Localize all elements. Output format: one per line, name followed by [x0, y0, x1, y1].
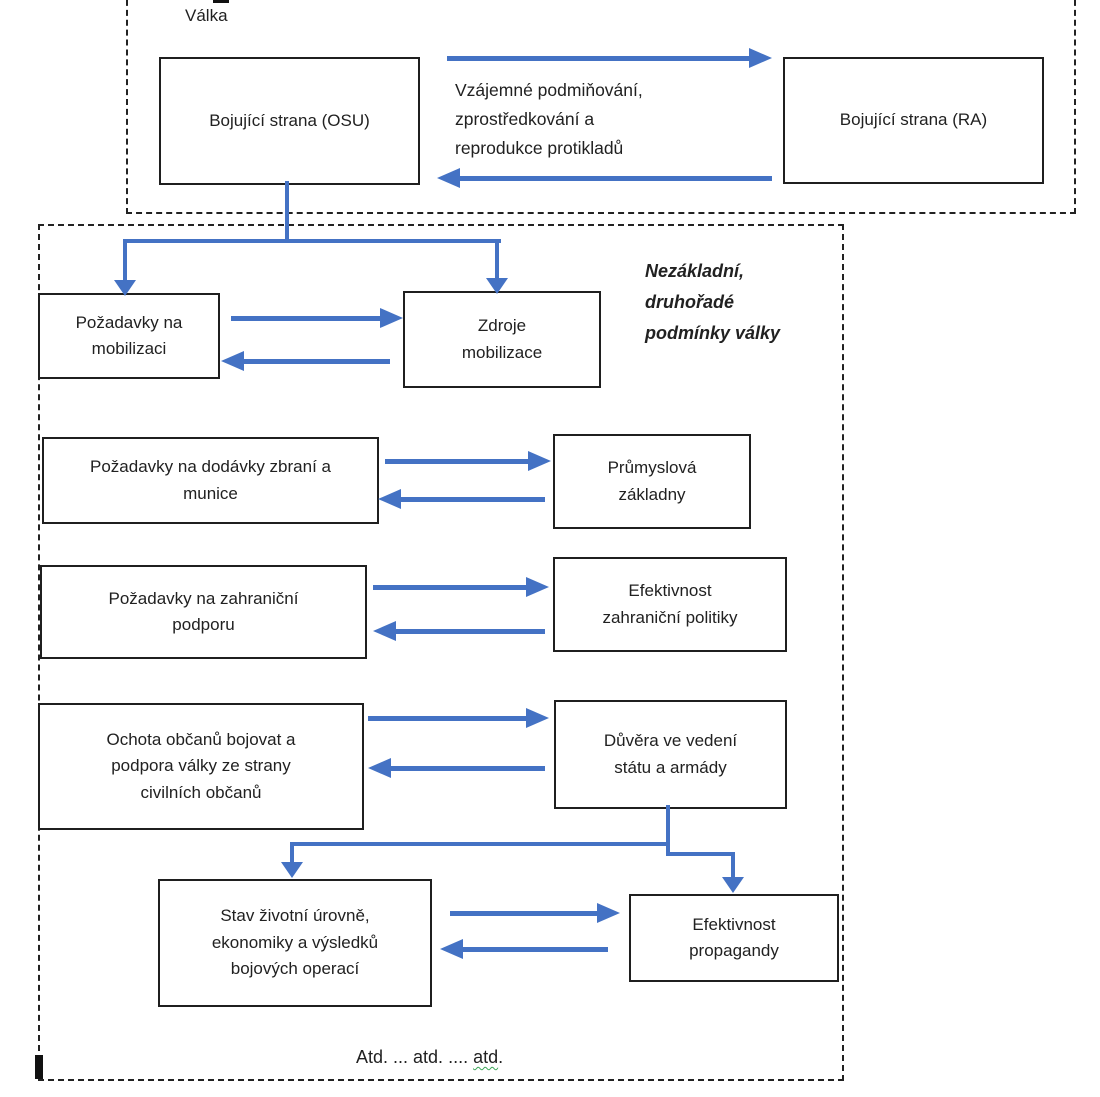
row3-right-arrow-shaft [373, 585, 527, 590]
osu-branch-right-drop [495, 239, 499, 281]
row5-right-arrow-head [597, 903, 620, 923]
arrow-osu-to-ra-head [749, 48, 772, 68]
row4-right-arrow-shaft [368, 716, 527, 721]
box-ochota-obcanu: Ochota občanů bojovat a podpora války ze… [38, 703, 364, 830]
war-label: Válka [185, 6, 228, 25]
row2-left-arrow-head [378, 489, 401, 509]
row3-right-arrow-head [526, 577, 549, 597]
osu-branch-crossbar [123, 239, 501, 243]
row4-left-arrow-shaft [391, 766, 545, 771]
osu-branch-right-head [486, 278, 508, 294]
arrow-ra-to-osu-head [437, 168, 460, 188]
etcetera-text: Atd. ... atd. .... atd. [337, 1026, 503, 1089]
duvera-branch-stem [666, 805, 670, 856]
duvera-branch-left-drop [290, 842, 294, 864]
box-efektivnost-propagandy: Efektivnost propagandy [629, 894, 839, 982]
duvera-branch-crossbar [290, 842, 670, 846]
box-pozadavky-na-mobilizaci: Požadavky na mobilizaci [38, 293, 220, 379]
row4-left-arrow-head [368, 758, 391, 778]
row3-left-arrow-head [373, 621, 396, 641]
etcetera-prefix: Atd. ... atd. .... [356, 1047, 474, 1067]
box-duvera-ve-vedeni: Důvěra ve vedení státu a armády [554, 700, 787, 809]
row5-left-arrow-head [440, 939, 463, 959]
top-border-dash-remnant [213, 0, 229, 3]
row2-left-arrow-shaft [401, 497, 545, 502]
row3-left-arrow-shaft [396, 629, 545, 634]
etcetera-suffix: . [498, 1047, 504, 1067]
box-bojujici-strana-osu: Bojující strana (OSU) [159, 57, 420, 185]
row1-left-arrow-head [221, 351, 244, 371]
arrow-ra-to-osu-shaft [460, 176, 772, 181]
mediation-text: Vzájemné podmiňování, zprostředkování a … [455, 80, 643, 158]
osu-branch-stem [285, 181, 289, 243]
duvera-branch-right-head [722, 877, 744, 893]
box-bojujici-strana-ra: Bojující strana (RA) [783, 57, 1044, 184]
row2-right-arrow-head [528, 451, 551, 471]
row4-right-arrow-head [526, 708, 549, 728]
osu-branch-left-head [114, 280, 136, 296]
arrow-osu-to-ra-shaft [447, 56, 750, 61]
secondary-conditions-note: Nezákladní, druhořadé podmínky války [645, 261, 781, 343]
row1-left-arrow-shaft [244, 359, 390, 364]
box-zdroje-mobilizace: Zdroje mobilizace [403, 291, 601, 388]
box-pozadavky-zahranicni-podporu: Požadavky na zahraniční podporu [40, 565, 367, 659]
row1-right-arrow-head [380, 308, 403, 328]
osu-branch-left-drop [123, 239, 127, 283]
corner-cursor-mark [35, 1055, 43, 1079]
row2-right-arrow-shaft [385, 459, 529, 464]
box-prumyslova-zakladny: Průmyslová základny [553, 434, 751, 529]
war-outer-frame [126, 0, 1076, 214]
box-stav-zivotni-urovne: Stav životní úrovně, ekonomiky a výsledk… [158, 879, 432, 1007]
box-pozadavky-dodavky-zbrani: Požadavky na dodávky zbraní a munice [42, 437, 379, 524]
row1-right-arrow-shaft [231, 316, 381, 321]
duvera-branch-right-step [666, 852, 735, 856]
etcetera-misspelled-word: atd [473, 1047, 499, 1067]
row5-right-arrow-shaft [450, 911, 598, 916]
duvera-branch-right-drop [731, 852, 735, 880]
duvera-branch-left-head [281, 862, 303, 878]
box-efektivnost-zahranicni-politiky: Efektivnost zahraniční politiky [553, 557, 787, 652]
secondary-conditions-frame [38, 224, 844, 1081]
row5-left-arrow-shaft [463, 947, 608, 952]
